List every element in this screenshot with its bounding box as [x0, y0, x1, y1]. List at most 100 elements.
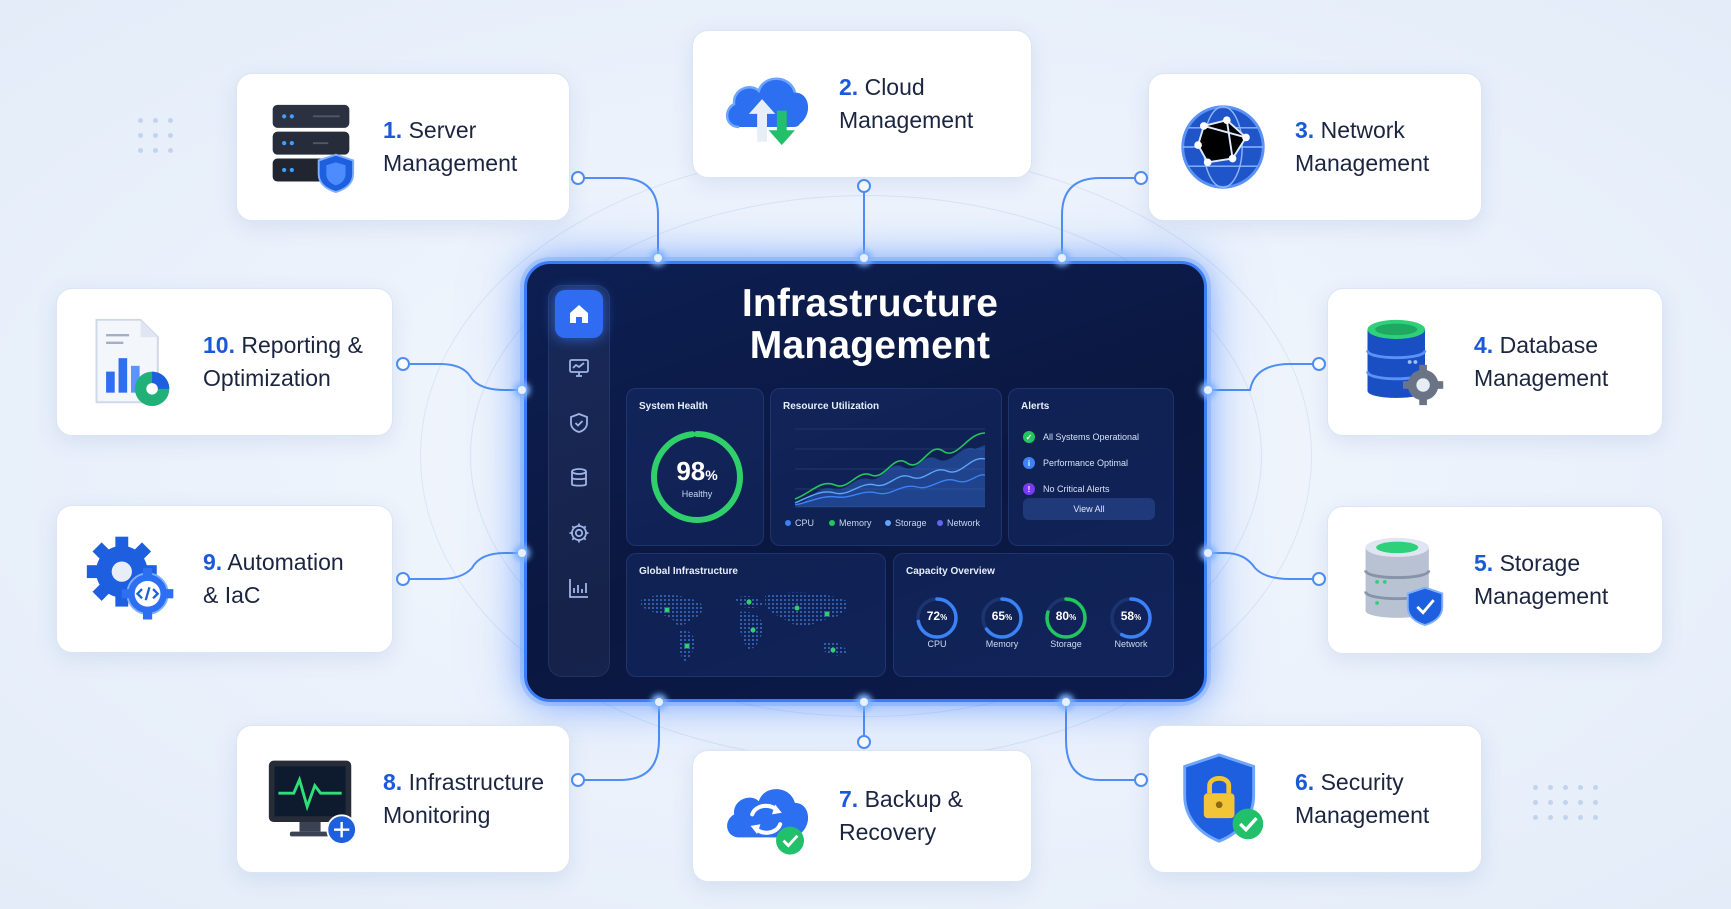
database-icon — [1356, 312, 1448, 412]
connector-security — [1065, 702, 1141, 781]
connector-network — [1061, 177, 1141, 258]
dashboard-title: Infrastructure Management — [620, 283, 1120, 367]
module-title-line2: Monitoring — [383, 802, 491, 828]
system-health-panel: System Health 98% Healthy — [626, 388, 764, 546]
alert-icon: ! — [1023, 483, 1035, 495]
module-number: 9. — [203, 549, 223, 575]
module-number: 6. — [1295, 769, 1315, 795]
module-title-line2: Management — [1474, 583, 1609, 609]
sidebar-home-button[interactable] — [555, 290, 603, 338]
module-title-line1: Automation — [227, 549, 344, 575]
capacity-overview-panel: Capacity Overview 72%CPU 65%Memory 80%St… — [893, 553, 1174, 677]
dashboard-panel — [524, 261, 1207, 702]
world-map — [641, 592, 848, 661]
storage-icon — [1356, 530, 1448, 630]
module-title-line2: Management — [839, 107, 974, 133]
module-card-automation[interactable]: 9. Automation & IaC — [56, 505, 393, 653]
health-gauge — [651, 431, 743, 523]
legend-memory: Memory — [829, 518, 872, 528]
system-health-title: System Health — [639, 401, 708, 412]
legend-storage: Storage — [885, 518, 927, 528]
capacity-rings — [916, 597, 1152, 639]
module-title-line1: Reporting & — [241, 332, 363, 358]
sidebar-database-button[interactable] — [555, 454, 603, 502]
server-icon — [265, 97, 357, 197]
health-unit: % — [705, 467, 718, 483]
shield-icon — [570, 413, 588, 433]
module-title-line1: Backup & — [864, 786, 964, 812]
module-number: 1. — [383, 117, 403, 143]
module-card-reporting[interactable]: 10. Reporting & Optimization — [56, 288, 393, 436]
global-infrastructure-title: Global Infrastructure — [639, 566, 738, 577]
connector-server — [578, 177, 659, 258]
capacity-overview-title: Capacity Overview — [906, 566, 995, 577]
cloud-icon — [721, 54, 813, 154]
legend-cpu: CPU — [785, 518, 814, 528]
module-title-line1: Network — [1320, 117, 1405, 143]
sidebar-monitor-button[interactable] — [555, 344, 603, 392]
lock-shield-icon — [1177, 749, 1269, 849]
resource-utilization-panel: Resource Utilization CPU Memory Storage … — [770, 388, 1002, 546]
module-card-backup[interactable]: 7. Backup & Recovery — [692, 750, 1032, 882]
resource-utilization-title: Resource Utilization — [783, 401, 880, 412]
module-title-line2: & IaC — [203, 582, 261, 608]
info-icon: i — [1023, 457, 1035, 469]
connector-automation — [403, 552, 522, 580]
module-number: 3. — [1295, 117, 1315, 143]
module-title-line1: Database — [1499, 332, 1599, 358]
connector-reporting — [403, 363, 522, 391]
module-number: 8. — [383, 769, 403, 795]
dashboard-sidebar — [548, 285, 610, 677]
capacity-storage: 80%Storage — [1050, 609, 1082, 649]
module-number: 7. — [839, 786, 859, 812]
module-title-line2: Recovery — [839, 819, 937, 845]
dashboard-title-line2: Management — [749, 324, 991, 367]
module-number: 2. — [839, 74, 859, 100]
sidebar-security-button[interactable] — [555, 399, 603, 447]
home-icon — [570, 305, 588, 323]
module-title-line2: Optimization — [203, 365, 331, 391]
gear-icon — [569, 523, 589, 543]
health-value: 98% — [647, 456, 747, 487]
global-infrastructure-panel: Global Infrastructure — [626, 553, 886, 677]
module-number: 5. — [1474, 550, 1494, 576]
module-title-line1: Cloud — [864, 74, 925, 100]
health-status: Healthy — [681, 489, 713, 499]
module-number: 10. — [203, 332, 235, 358]
capacity-cpu: 72%CPU — [926, 609, 948, 649]
connector-database — [1208, 363, 1319, 391]
capacity-network: 58%Network — [1114, 609, 1148, 649]
module-number: 4. — [1474, 332, 1494, 358]
gear-code-icon — [85, 529, 177, 629]
connector-monitoring — [578, 702, 660, 781]
alert-row: ✓All Systems Operational — [1023, 431, 1139, 443]
cloud-sync-icon — [721, 766, 813, 866]
sidebar-settings-button[interactable] — [555, 509, 603, 557]
background-ring — [470, 195, 1262, 717]
module-title-line2: Management — [383, 150, 518, 176]
module-title-line2: Management — [1295, 802, 1430, 828]
chart-icon — [569, 579, 588, 598]
module-title-line2: Management — [1295, 150, 1430, 176]
check-icon: ✓ — [1023, 431, 1035, 443]
connector-storage — [1208, 552, 1319, 580]
decor-dots — [1533, 785, 1598, 820]
legend-network: Network — [937, 518, 980, 528]
view-all-button[interactable]: View All — [1023, 498, 1155, 520]
decor-dots — [138, 118, 173, 153]
monitor-icon — [265, 749, 357, 849]
module-title-line1: Security — [1320, 769, 1404, 795]
module-title-line2: Management — [1474, 365, 1609, 391]
sidebar-analytics-button[interactable] — [555, 564, 603, 612]
dashboard-title-line1: Infrastructure — [741, 282, 999, 325]
module-title-line1: Infrastructure — [408, 769, 545, 795]
